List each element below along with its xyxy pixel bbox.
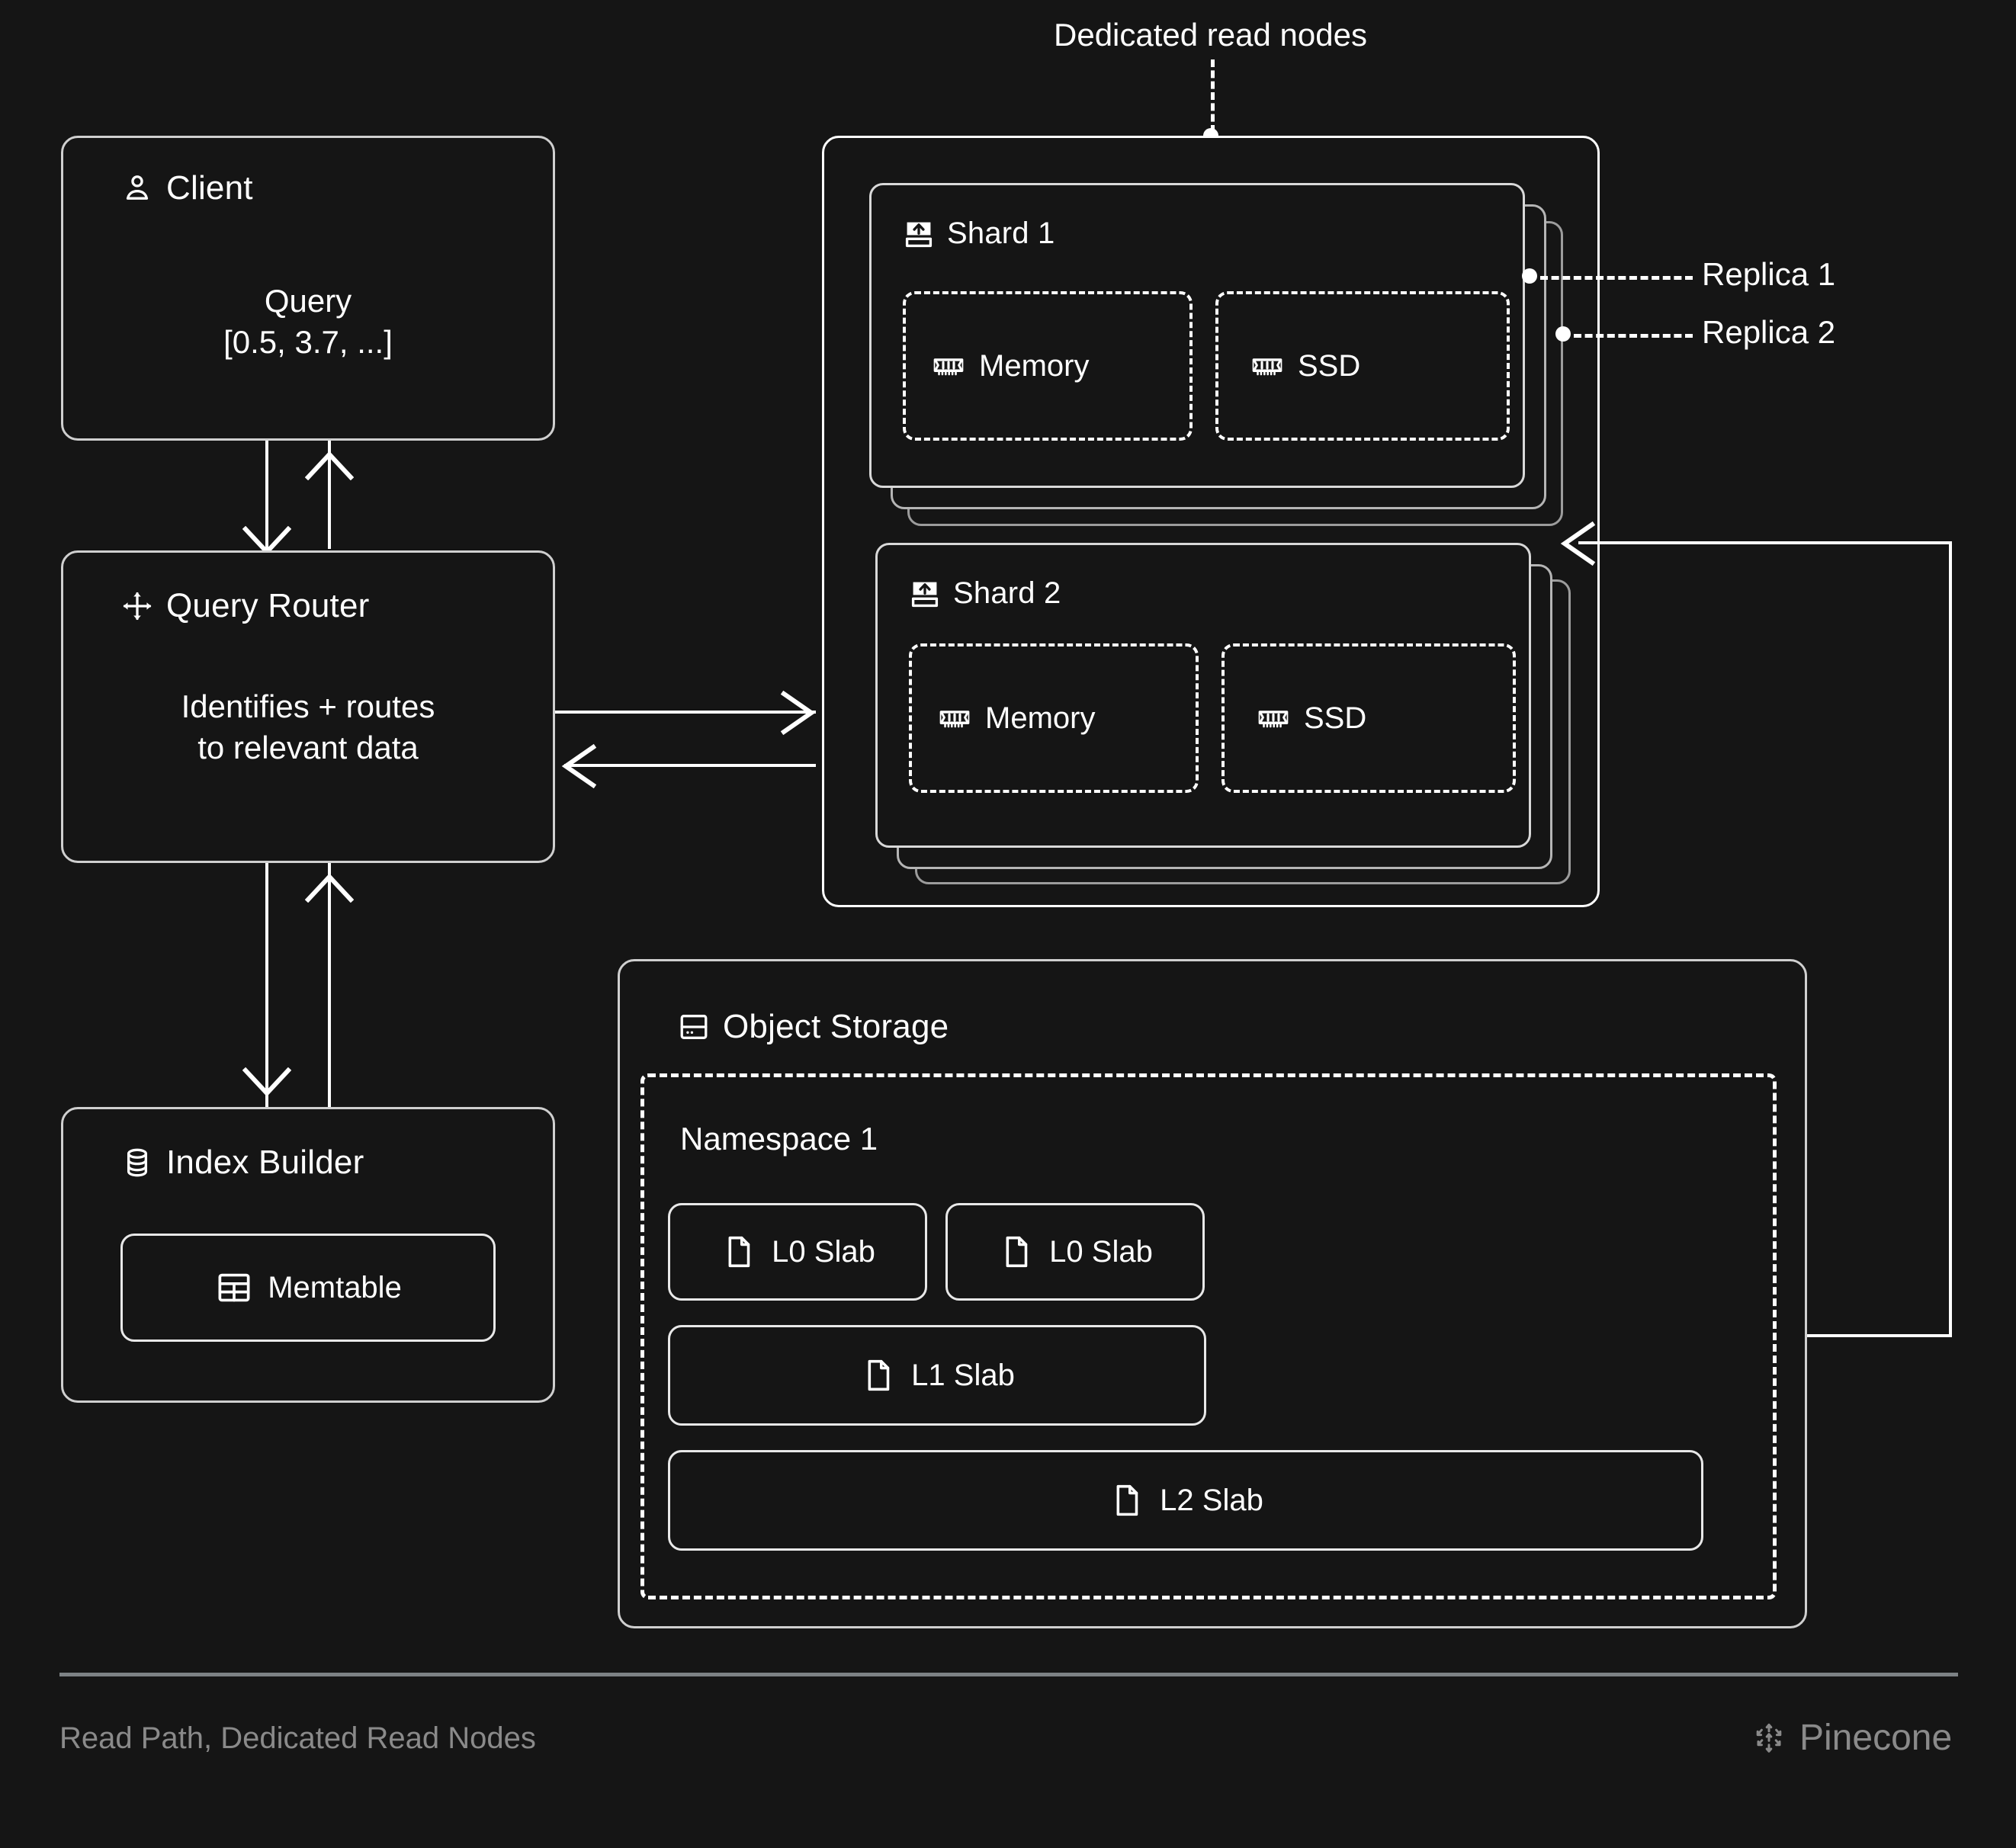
dedicated-read-nodes-leader-line [1211, 59, 1215, 133]
shard-1-memory-tier[interactable]: Memory [903, 291, 1193, 441]
pinecone-brand-label: Pinecone [1799, 1718, 1953, 1758]
replica-1-label: Replica 1 [1702, 256, 1836, 292]
shard-1-header: Shard 1 [903, 217, 1055, 251]
replica-2-label: Replica 2 [1702, 314, 1836, 350]
l2-slab-label-row: L2 Slab [670, 1452, 1701, 1548]
router-to-client-line [328, 441, 331, 549]
router-to-read-nodes-arrowhead [780, 690, 816, 736]
shard-2-ssd-label-row: SSD [1225, 646, 1513, 790]
footer-caption: Read Path, Dedicated Read Nodes [59, 1721, 536, 1755]
shard-2-header: Shard 2 [909, 576, 1061, 611]
shard-2-ssd-label: SSD [1304, 701, 1367, 735]
ram-icon [1250, 349, 1284, 383]
shard-2-memory-tier[interactable]: Memory [909, 643, 1199, 793]
read-nodes-to-router-arrowhead [561, 743, 597, 789]
shard-2-title: Shard 2 [953, 576, 1061, 610]
object-storage-feedback-line-right [1949, 543, 1952, 1336]
user-icon [120, 172, 154, 205]
router-to-read-nodes-line [555, 711, 816, 714]
shard-1-ssd-label-row: SSD [1218, 294, 1507, 438]
client-to-router-line [265, 441, 268, 549]
database-icon [120, 1146, 154, 1179]
memtable-label: Memtable [268, 1270, 402, 1304]
l1-slab-label: L1 Slab [911, 1358, 1015, 1392]
replica-2-anchor-dot [1555, 326, 1571, 342]
object-storage-title: Object Storage [723, 1008, 949, 1045]
replica-1-anchor-dot [1522, 268, 1537, 284]
file-icon [720, 1233, 758, 1271]
namespace-1-label: Namespace 1 [680, 1121, 878, 1157]
file-icon [997, 1233, 1035, 1271]
client-query-text: Query [0.5, 3.7, ...] [223, 283, 393, 360]
query-router-card[interactable] [61, 550, 555, 863]
index-builder-to-router-line [328, 863, 331, 1107]
object-storage-feedback-line-bottom [1807, 1334, 1952, 1337]
shard-1-title: Shard 1 [947, 217, 1055, 250]
l0-slab-card-1[interactable]: L0 Slab [668, 1203, 927, 1301]
shard-2-card[interactable] [875, 543, 1531, 848]
shard-1-memory-label: Memory [979, 348, 1090, 383]
memtable-label-row: Memtable [123, 1236, 493, 1339]
storage-icon [677, 1010, 711, 1044]
router-to-index-builder-line [265, 863, 268, 1107]
l1-slab-card[interactable]: L1 Slab [668, 1325, 1206, 1426]
query-router-description: Identifies + routes to relevant data [181, 688, 435, 765]
memtable-card[interactable]: Memtable [120, 1234, 496, 1342]
read-nodes-to-router-line [564, 764, 816, 767]
shard-1-card[interactable] [869, 183, 1525, 488]
shard-1-memory-label-row: Memory [906, 294, 1189, 438]
index-builder-to-router-arrowhead [305, 873, 354, 903]
ram-icon [938, 701, 971, 735]
shard-1-ssd-tier[interactable]: SSD [1215, 291, 1510, 441]
l2-slab-card[interactable]: L2 Slab [668, 1450, 1703, 1551]
replica-1-leader-line [1540, 276, 1693, 280]
replica-2-leader-line [1574, 334, 1693, 338]
pinecone-brand: Pinecone [1751, 1717, 1952, 1759]
file-icon [859, 1356, 897, 1394]
table-icon [214, 1268, 254, 1307]
footer-divider [59, 1673, 1958, 1676]
client-title: Client [166, 169, 253, 207]
shard-icon [903, 218, 935, 250]
l2-slab-label: L2 Slab [1160, 1483, 1263, 1517]
object-storage-feedback-arrowhead [1560, 521, 1596, 566]
index-builder-title: Index Builder [166, 1144, 364, 1181]
l0-slab-2-label: L0 Slab [1049, 1234, 1153, 1269]
ram-icon [1257, 701, 1290, 735]
move-arrows-icon [120, 589, 154, 623]
shard-2-ssd-tier[interactable]: SSD [1221, 643, 1516, 793]
router-to-index-builder-arrowhead [242, 1067, 291, 1097]
shard-2-memory-label-row: Memory [912, 646, 1196, 790]
router-to-client-arrowhead [305, 451, 354, 480]
client-card[interactable] [61, 136, 555, 441]
query-router-header: Query Router [120, 587, 370, 625]
namespace-1-region[interactable] [640, 1073, 1777, 1599]
l1-slab-label-row: L1 Slab [670, 1327, 1204, 1423]
object-storage-feedback-line-top [1578, 541, 1952, 544]
shard-2-memory-label: Memory [985, 701, 1096, 735]
l0-slab-card-2[interactable]: L0 Slab [945, 1203, 1205, 1301]
shard-1-ssd-label: SSD [1298, 348, 1361, 383]
l0-slab-1-label-row: L0 Slab [670, 1205, 925, 1298]
query-router-title: Query Router [166, 587, 370, 624]
pinecone-logo-icon [1751, 1720, 1787, 1757]
l0-slab-2-label-row: L0 Slab [948, 1205, 1202, 1298]
dedicated-read-nodes-label: Dedicated read nodes [1054, 17, 1367, 53]
l0-slab-1-label: L0 Slab [772, 1234, 875, 1269]
file-icon [1108, 1481, 1146, 1519]
index-builder-header: Index Builder [120, 1144, 364, 1182]
shard-icon [909, 578, 941, 610]
object-storage-header: Object Storage [677, 1008, 949, 1046]
client-header: Client [120, 169, 253, 207]
ram-icon [932, 349, 965, 383]
